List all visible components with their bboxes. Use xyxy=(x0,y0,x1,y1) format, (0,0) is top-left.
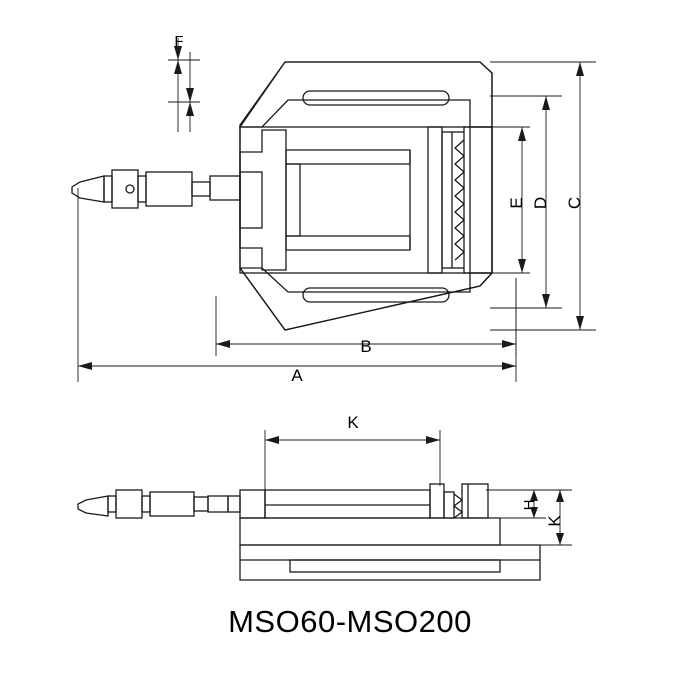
dimension-label-H: H xyxy=(521,500,538,511)
top-view-dimensions xyxy=(77,38,596,382)
dimension-label-group: F A B C D E K H K xyxy=(174,33,584,527)
D-arrow-top xyxy=(542,96,550,110)
handle-hub-front xyxy=(149,491,195,517)
spindle-shaft-front xyxy=(207,495,229,513)
serrated-jaw-face xyxy=(454,139,465,261)
movable-jaw-block xyxy=(239,129,287,271)
fixed-jaw-backing-front xyxy=(443,491,455,519)
handle-pin xyxy=(125,184,135,194)
model-caption: MSO60-MSO200 xyxy=(228,604,472,639)
dimension-label-K-top: K xyxy=(347,413,359,432)
jaw-neck-front xyxy=(227,495,241,513)
handle-knob-front xyxy=(77,495,109,517)
F-arrow-down-b xyxy=(186,102,194,116)
upper-slot xyxy=(302,90,450,106)
jaw-neck xyxy=(239,171,263,229)
F-arrow-up-b xyxy=(174,46,182,60)
base-groove xyxy=(289,559,501,573)
H-arrow-top xyxy=(530,490,538,501)
handle-collar-front xyxy=(193,496,209,512)
handle-hub xyxy=(145,171,193,207)
K-top-arrow-right xyxy=(426,436,440,444)
top-plate-upper xyxy=(238,61,493,128)
front-view-group xyxy=(77,483,541,581)
spindle-shaft xyxy=(191,181,211,197)
A-arrow-right xyxy=(502,362,516,370)
movable-jaw-front xyxy=(239,489,266,519)
K-right-arrow-bottom xyxy=(556,533,564,545)
fixed-jaw-backing xyxy=(441,131,453,269)
body-inner-rect xyxy=(239,126,493,274)
top-view-group xyxy=(71,61,494,331)
C-arrow-bottom xyxy=(576,316,584,330)
B-arrow-left xyxy=(216,340,230,348)
lower-slot xyxy=(302,287,450,303)
top-plate-lower xyxy=(238,267,494,331)
handle-body-front xyxy=(115,489,143,519)
E-arrow-bottom xyxy=(518,259,526,273)
E-arrow-top xyxy=(518,127,526,141)
handle-washer xyxy=(137,175,147,203)
serration-front xyxy=(452,493,464,519)
A-arrow-left xyxy=(78,362,92,370)
slide-carrier xyxy=(264,489,431,519)
C-arrow-top xyxy=(576,62,584,76)
K-top-arrow-left xyxy=(265,436,279,444)
B-arrow-right xyxy=(502,340,516,348)
K-right-arrow-top xyxy=(556,490,564,502)
H-arrow-bottom xyxy=(530,507,538,518)
spindle-collar xyxy=(209,175,241,201)
handle-knob xyxy=(71,175,105,203)
handle-step xyxy=(103,175,113,203)
F-arrow-up-a xyxy=(186,88,194,102)
guide-plate-left xyxy=(285,163,301,237)
front-view-dimensions xyxy=(264,430,572,546)
body-block-front xyxy=(239,517,501,546)
guide-rail-lower xyxy=(285,235,411,251)
dimension-label-K-right: K xyxy=(545,515,564,527)
dimension-label-A: A xyxy=(291,366,303,385)
base-plate xyxy=(239,544,541,581)
fixed-jaw-front xyxy=(429,483,445,519)
guide-rail-upper xyxy=(285,149,411,165)
fixed-jaw-body xyxy=(463,126,493,274)
dimension-label-B: B xyxy=(360,337,371,356)
dimension-label-D: D xyxy=(531,197,550,209)
dimension-label-C: C xyxy=(565,197,584,209)
F-arrow-down-a xyxy=(174,60,182,74)
fixed-jaw-plate xyxy=(427,126,443,274)
handle-washer-front xyxy=(141,495,151,513)
dimension-label-F: F xyxy=(174,33,183,50)
fixed-jaw-body-front xyxy=(461,483,489,519)
D-arrow-bottom xyxy=(542,294,550,308)
handle-step-front xyxy=(107,495,117,513)
dimension-label-E: E xyxy=(507,197,526,208)
